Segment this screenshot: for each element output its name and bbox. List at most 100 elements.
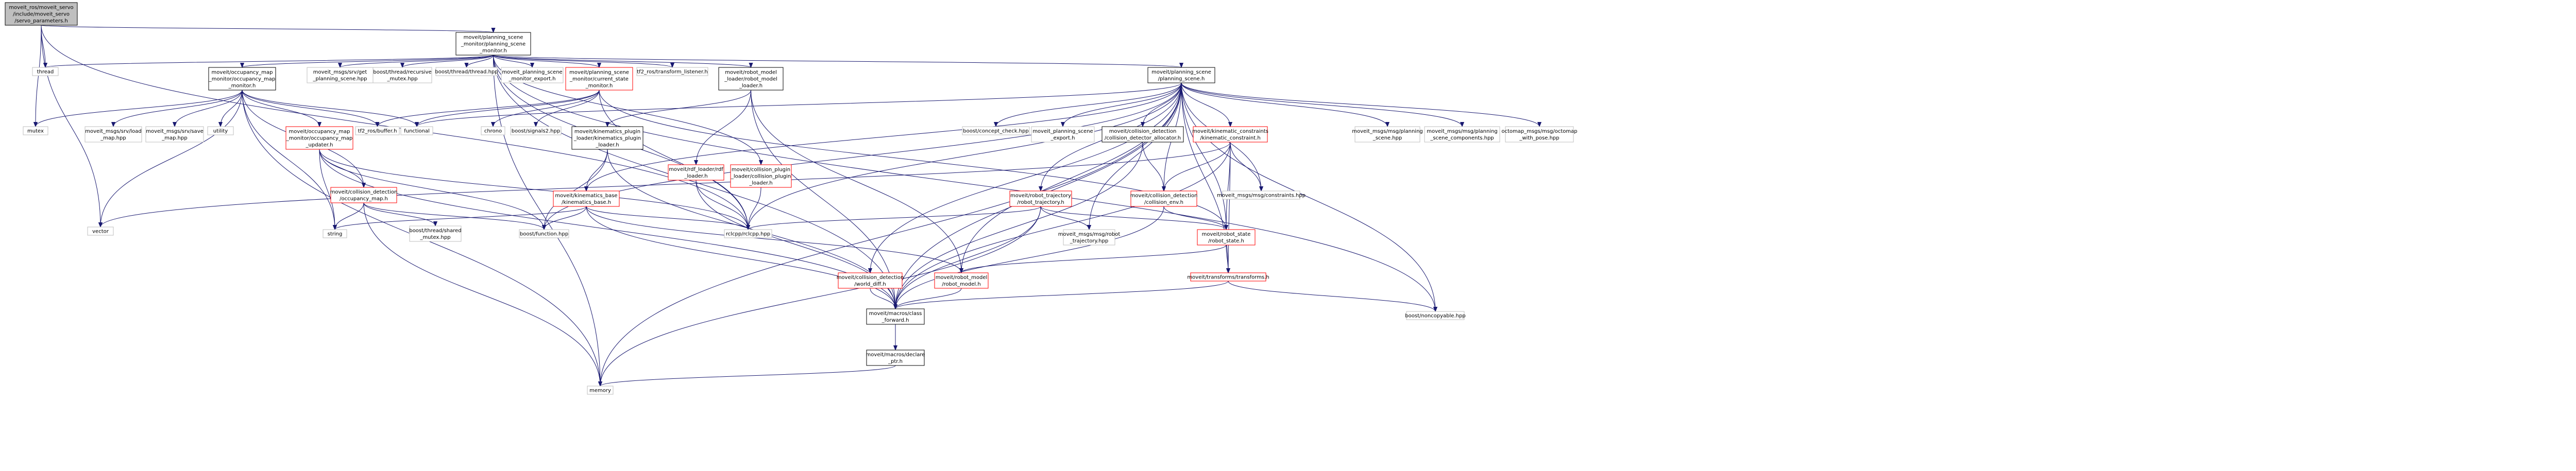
node-box-cdenv [1130, 190, 1197, 207]
edge-ps-to-kinconstraint [1181, 82, 1230, 127]
edge-ps-to-robotmodel [961, 82, 1182, 273]
edge-traj-to-classfwd [895, 206, 1041, 309]
node-label-psm-line-1: _monitor/planning_scene [461, 42, 526, 47]
node-label-loadmap-line-0: moveit_msgs/srv/load [85, 129, 142, 134]
node-box-psmexport [501, 67, 564, 83]
node-ocmap[interactable]: moveit/collision_detection/occupancy_map… [330, 187, 398, 203]
node-ocmonitor[interactable]: moveit/occupancy_map_monitor/occupancy_m… [208, 67, 276, 91]
node-robottrajmsg: moveit_msgs/msg/robot_trajectory.hpp [1058, 229, 1121, 246]
node-label-signals2-line-0: boost/signals2.hpp [512, 129, 560, 134]
node-label-psmexport-line-0: moveit_planning_scene [502, 69, 562, 75]
node-label-loadmap-line-1: _map.hpp [100, 135, 126, 141]
node-declareptr[interactable]: moveit/macros/declare_ptr.h [866, 350, 925, 366]
node-robotstate[interactable]: moveit/robot_state/robot_state.h [1197, 229, 1256, 246]
edge-transforms-to-classfwd [895, 281, 1229, 309]
edge-ocmonitor-to-functional [242, 90, 417, 127]
node-rdfloader[interactable]: moveit/rdf_loader/rdf_loader.h [668, 164, 724, 181]
node-label-string-line-0: string [328, 232, 343, 237]
node-box-robotmodel [934, 272, 989, 289]
node-box-loadmap [84, 126, 142, 143]
node-rclcpp: rclcpp/rclcpp.hpp [724, 229, 772, 238]
edge-ocmonitor-to-vector [100, 90, 243, 227]
node-label-rml-line-0: moveit/robot_model [725, 70, 777, 76]
node-worlddiff[interactable]: moveit/collision_detection/world_diff.h [837, 272, 904, 289]
edge-root-to-vector [41, 25, 100, 227]
node-box-bthread [435, 67, 498, 76]
edge-psm-to-thread [45, 55, 494, 68]
node-label-psm-line-2: _monitor.h [479, 48, 507, 54]
node-recmutex: boost/thread/recursive_mutex.hpp [372, 67, 432, 83]
edge-kinconstraint-to-classfwd [895, 142, 1231, 309]
edge-ocmonitor-to-mutex [36, 90, 243, 127]
node-label-csm-line-1: _monitor/current_state [569, 77, 629, 82]
node-box-worlddiff [838, 272, 903, 289]
node-label-classfwd-line-1: _forward.h [882, 318, 909, 323]
edge-psm-to-psmexport [493, 55, 533, 68]
node-psm[interactable]: moveit/planning_scene_monitor/planning_s… [455, 32, 531, 56]
node-label-cdenv-line-0: moveit/collision_detection [1130, 193, 1198, 199]
edge-psm-to-classfwd [493, 55, 896, 309]
node-box-kinloader [571, 126, 643, 150]
node-ocupdater[interactable]: moveit/occupancy_map_monitor/occupancy_m… [285, 126, 353, 150]
node-psmexport: moveit_planning_scene_monitor_export.h [501, 67, 564, 83]
node-label-thread-line-0: thread [37, 69, 54, 75]
node-label-ocupdater-line-0: moveit/occupancy_map [289, 129, 350, 135]
edge-ocmonitor-to-string [242, 90, 335, 230]
node-kinconstraint[interactable]: moveit/kinematic_constraints/kinematic_c… [1192, 126, 1268, 143]
node-tf2buffer: tf2_ros/buffer.h [355, 126, 400, 135]
node-cdploader[interactable]: moveit/collision_plugin_loader/collision… [730, 164, 792, 188]
edge-cdploader-to-rclcpp [748, 187, 761, 230]
node-label-ocmonitor-line-0: moveit/occupancy_map [212, 70, 273, 76]
node-label-robotmodel-line-0: moveit/robot_model [936, 275, 988, 281]
node-psmsg: moveit_msgs/msg/planning_scene.hpp [1352, 126, 1423, 143]
edge-rdfloader-to-classfwd [696, 180, 895, 309]
node-box-string [323, 229, 347, 238]
node-box-conceptcheck [962, 126, 1030, 135]
node-label-ocmap-line-1: /occupancy_map.h [340, 196, 388, 202]
node-rml[interactable]: moveit/robot_model_loader/robot_model_lo… [718, 67, 784, 91]
edge-psm-to-csm [493, 55, 600, 68]
node-traj[interactable]: moveit/robot_trajectory/robot_trajectory… [1009, 190, 1072, 207]
node-box-transforms [1190, 272, 1266, 282]
node-transforms[interactable]: moveit/transforms/transforms.h [1187, 272, 1269, 282]
node-box-memory [587, 386, 614, 395]
node-box-ocmonitor [208, 67, 276, 91]
node-kinbase[interactable]: moveit/kinematics_base/kinematics_base.h [553, 190, 620, 207]
node-ps[interactable]: moveit/planning_scene/planning_scene.h [1147, 67, 1215, 83]
node-cdalloc[interactable]: moveit/collision_detection/collision_det… [1101, 126, 1184, 143]
node-conceptcheck: boost/concept_check.hpp [962, 126, 1030, 135]
edge-ocupdater-to-classfwd [319, 149, 895, 309]
edge-ps-to-pscmsg [1181, 82, 1462, 127]
node-label-savemap-line-1: _map.hpp [161, 135, 187, 141]
edge-kinbase-to-string [335, 206, 587, 230]
node-box-utility [207, 126, 234, 135]
node-box-declareptr [866, 350, 925, 366]
node-classfwd[interactable]: moveit/macros/class_forward.h [866, 308, 925, 325]
node-kinloader[interactable]: moveit/kinematics_plugin_loader/kinemati… [571, 126, 643, 150]
node-label-ps-line-0: moveit/planning_scene [1151, 69, 1211, 75]
node-box-noncopyable [1406, 311, 1465, 320]
node-label-worlddiff-line-1: /world_diff.h [854, 282, 886, 287]
node-label-recmutex-line-0: boost/thread/recursive [373, 69, 431, 75]
node-octomapmsg: octomap_msgs/msg/octomap_with_pose.hpp [1501, 126, 1578, 143]
edge-ocmonitor-to-ocupdater [242, 90, 319, 127]
node-robotmodel[interactable]: moveit/robot_model/robot_model.h [934, 272, 989, 289]
node-pscmsg: moveit_msgs/msg/planning_scene_component… [1424, 126, 1500, 143]
edge-kinbase-to-robotmodel [586, 206, 961, 273]
node-box-constraintsmsg [1222, 190, 1300, 200]
node-root[interactable]: moveit_ros/moveit_servo/include/moveit_s… [5, 2, 78, 26]
node-psexport: moveit_planning_scene_export.h [1031, 126, 1095, 143]
edge-ocupdater-to-boostfunction [319, 149, 544, 230]
node-label-vector-line-0: vector [92, 229, 109, 235]
edge-ocmonitor-to-tf2buffer [242, 90, 378, 127]
node-label-robottrajmsg-line-0: moveit_msgs/msg/robot [1058, 232, 1121, 237]
node-csm[interactable]: moveit/planning_scene_monitor/current_st… [565, 67, 633, 91]
edge-ps-to-conceptcheck [996, 82, 1182, 127]
edge-psm-to-recmutex [402, 55, 494, 68]
node-box-savemap [145, 126, 204, 143]
edge-psm-to-ps [493, 55, 1182, 67]
edge-ocmonitor-to-loadmap [113, 90, 243, 127]
node-label-sharedmutex-line-1: _mutex.hpp [419, 235, 450, 240]
node-cdenv[interactable]: moveit/collision_detection/collision_env… [1130, 190, 1198, 207]
